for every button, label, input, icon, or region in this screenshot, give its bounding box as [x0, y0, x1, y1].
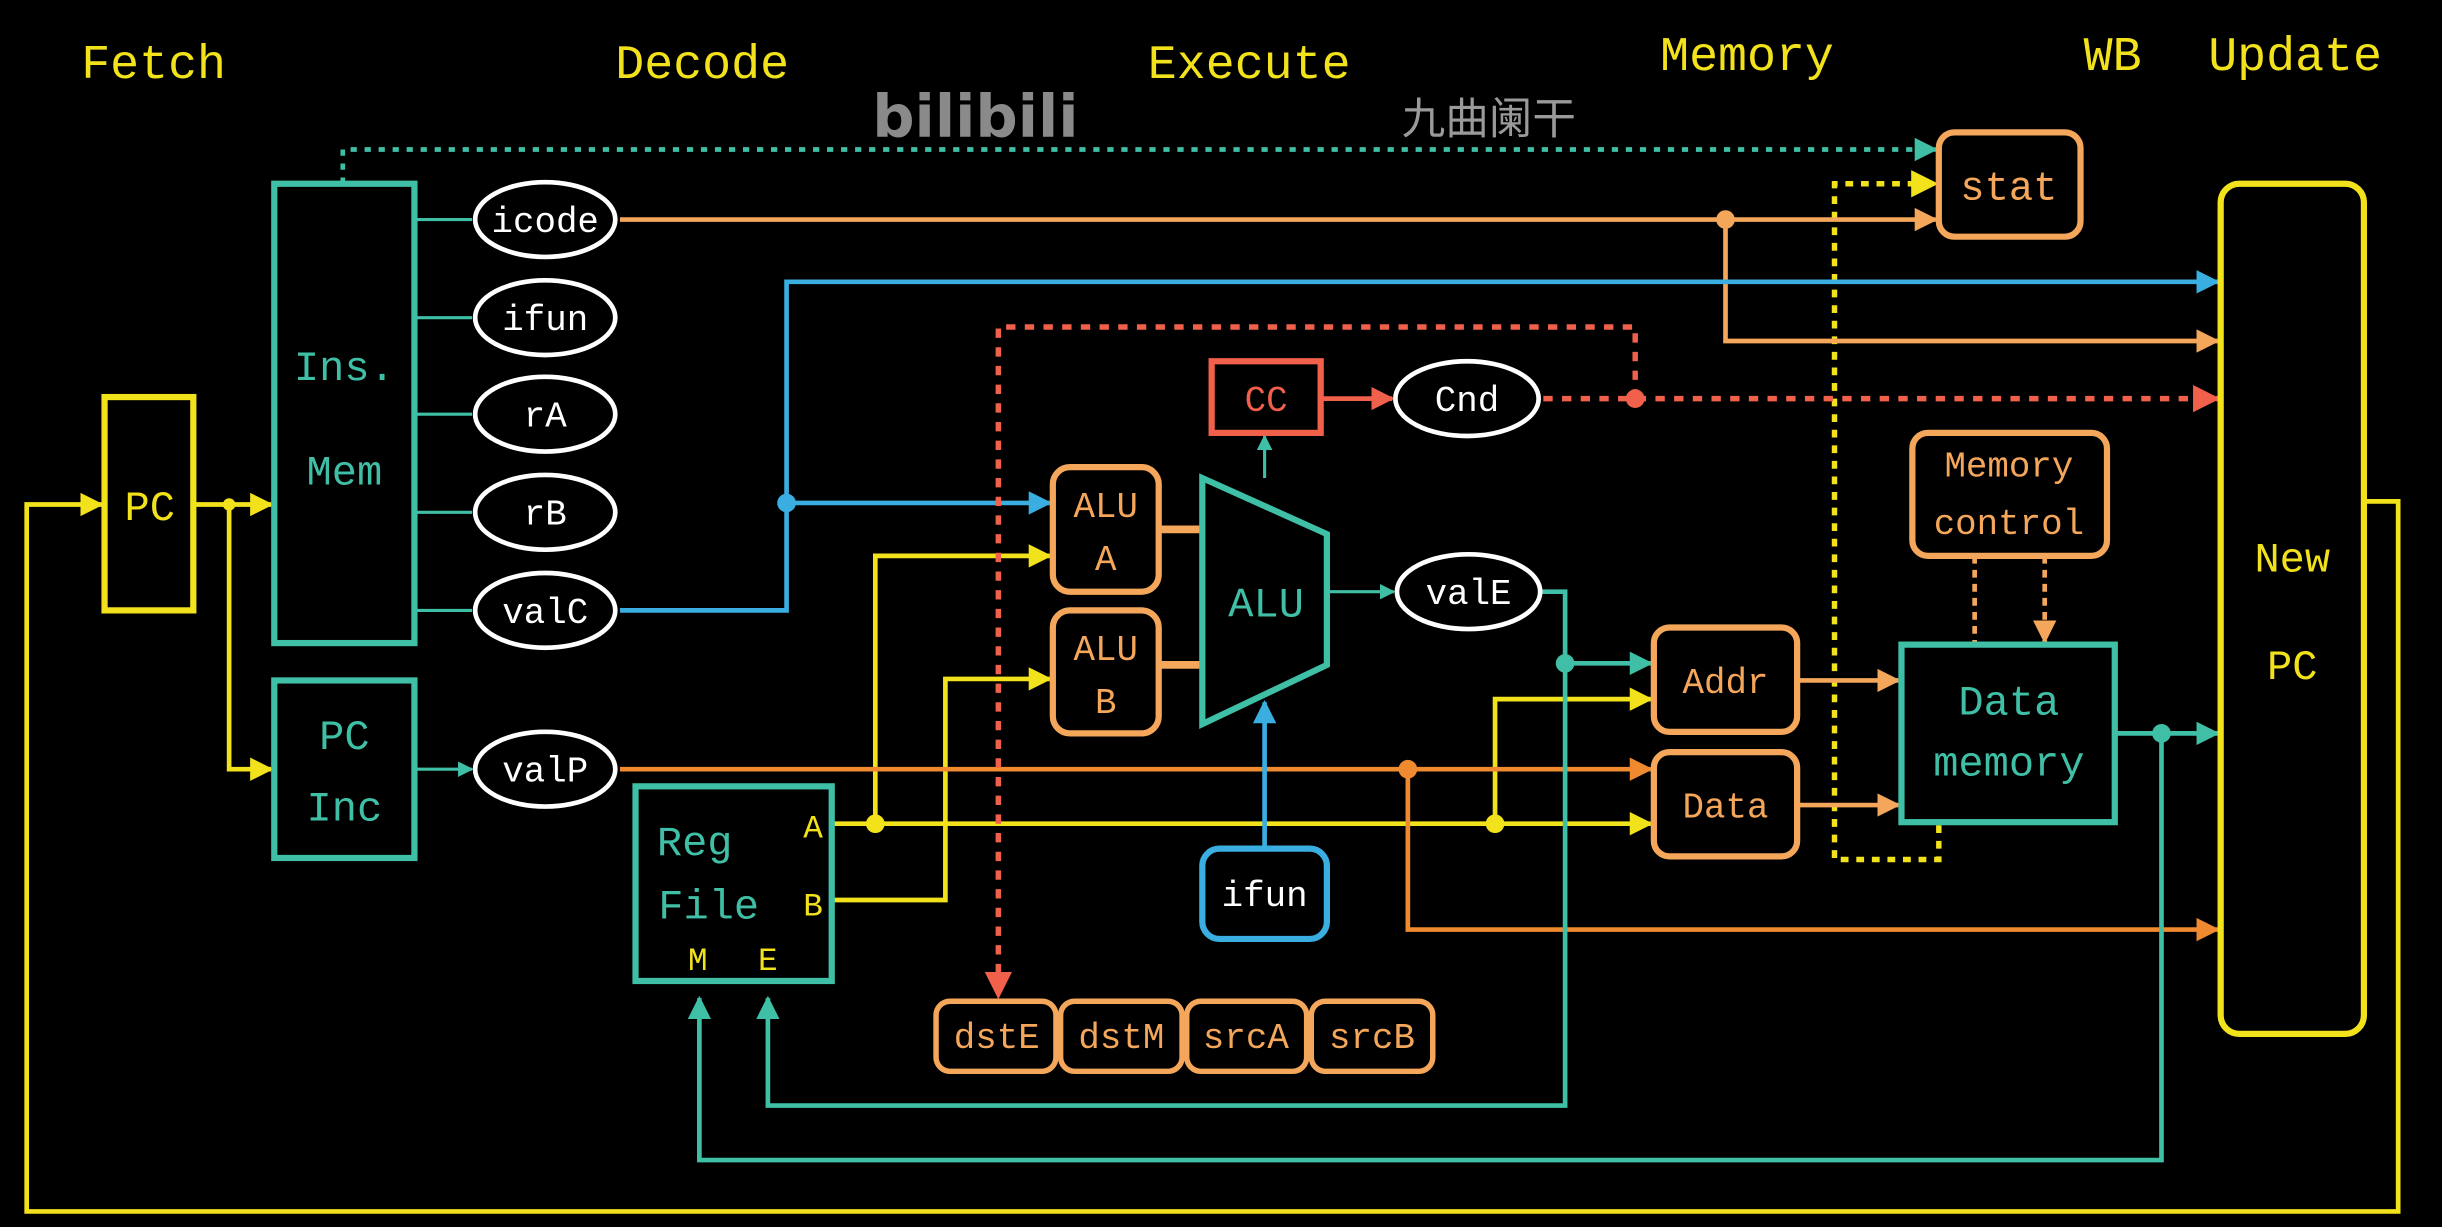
srca-label: srcA	[1203, 1018, 1289, 1059]
port-b-label: B	[803, 889, 823, 926]
pc-inc-label-1: PC	[319, 714, 369, 762]
register-file: Reg File A B M E	[632, 783, 835, 985]
watermark-logo: bilibili	[872, 82, 1078, 151]
memory-control-label-2: control	[1934, 504, 2084, 545]
alu-input-wires	[1158, 525, 1203, 669]
valp-to-newpc-wire	[1405, 769, 2220, 942]
alu-a-label-1: ALU	[1074, 487, 1138, 528]
stage-update: Update	[2208, 31, 2382, 85]
rb-label: rB	[524, 495, 567, 536]
valc-oval	[472, 570, 618, 651]
srca-box	[1184, 998, 1310, 1075]
stage-fetch: Fetch	[81, 39, 226, 93]
junction-dots	[222, 210, 2171, 834]
alu-b: ALU B	[1049, 607, 1162, 737]
memory-control-label-1: Memory	[1944, 446, 2073, 487]
pc-register: PC	[101, 393, 197, 614]
addr-box: Addr	[1650, 624, 1801, 735]
new-pc: New PC	[2217, 180, 2368, 1038]
port-e-label: E	[758, 943, 778, 980]
stage-decode: Decode	[615, 39, 789, 93]
alu-a: ALU A	[1049, 464, 1162, 595]
watermark-author: 九曲阑干	[1402, 95, 1576, 145]
icode-oval	[472, 179, 618, 260]
pc-inc-label-2: Inc	[307, 786, 383, 834]
data-box: Data	[1650, 748, 1801, 860]
instruction-memory: Ins. Mem	[271, 180, 418, 647]
stage-execute: Execute	[1148, 39, 1351, 93]
reg-file-label-1: Reg	[657, 820, 733, 868]
ifun-oval	[472, 277, 618, 358]
vale-to-regfile-wire	[756, 589, 1568, 1108]
port-a-label: A	[803, 811, 823, 848]
valp-oval	[472, 729, 618, 809]
dstm-label: dstM	[1078, 1018, 1164, 1059]
data-memory-label-1: Data	[1958, 680, 2059, 728]
pc-label: PC	[124, 485, 174, 533]
memory-control: Memory control	[1909, 429, 2111, 560]
pc-to-pcinc-wire	[226, 504, 274, 781]
ifun-execute: ifun	[1199, 845, 1330, 943]
vale-label: valE	[1426, 574, 1512, 615]
dste-label: dstE	[954, 1018, 1040, 1059]
valp-label: valP	[502, 752, 588, 793]
vala-to-addr-wire	[1492, 687, 1654, 824]
new-pc-label-1: New	[2254, 536, 2330, 584]
srcb-label: srcB	[1329, 1018, 1415, 1059]
ins-mem-label-2: Mem	[307, 449, 383, 497]
data-label: Data	[1683, 787, 1769, 828]
vala-to-alua-wire	[872, 544, 1053, 824]
alu-label: ALU	[1228, 582, 1304, 630]
alu-b-label-2: B	[1095, 683, 1116, 724]
dstm-box	[1057, 998, 1185, 1075]
fetch-output-wires	[414, 217, 472, 770]
stat-label: stat	[1960, 166, 2057, 212]
stage-memory: Memory	[1660, 31, 1834, 85]
new-pc-label-2: PC	[2267, 644, 2317, 692]
valc-to-newpc-wire	[619, 270, 2220, 613]
mem-control-wires	[1972, 555, 2045, 642]
valb-to-alub-wire	[831, 667, 1053, 903]
addr-label: Addr	[1683, 663, 1769, 704]
cc-label: CC	[1245, 381, 1288, 422]
ins-mem-label-1: Ins.	[294, 345, 395, 393]
new-pc-feedback-wire	[24, 492, 2401, 1214]
stage-wb: WB	[2084, 31, 2142, 85]
pc-increment: PC Inc	[271, 677, 418, 862]
wires	[24, 137, 2401, 1214]
cnd-oval	[1393, 358, 1541, 439]
srcb-box	[1308, 998, 1436, 1075]
icode-label: icode	[492, 202, 599, 243]
rb-oval	[472, 472, 618, 552]
alu-a-label-2: A	[1095, 540, 1117, 581]
dste-box	[933, 998, 1059, 1075]
ra-oval	[472, 374, 618, 454]
cnd-label: Cnd	[1435, 381, 1499, 422]
valm-to-regfile-wire	[687, 733, 2164, 1163]
valc-label: valC	[502, 593, 588, 634]
port-m-label: M	[688, 943, 708, 980]
data-memory-label-2: memory	[1933, 740, 2084, 788]
vale-oval	[1394, 551, 1543, 632]
ifun-execute-label: ifun	[1222, 876, 1308, 917]
ifun-label: ifun	[502, 300, 588, 341]
mem-error-to-stat-wire	[1831, 170, 1942, 863]
stat-box: stat	[1935, 129, 2084, 240]
reg-file-label-2: File	[658, 884, 759, 932]
data-memory: Data memory	[1898, 641, 2118, 826]
alu: ALU	[1199, 473, 1330, 729]
condition-codes: CC	[1208, 358, 1324, 436]
imem-error-to-stat-wire	[340, 137, 1939, 184]
ra-label: rA	[524, 397, 567, 438]
alu-b-label-1: ALU	[1074, 630, 1138, 671]
icode-to-newpc-wire	[1723, 219, 2220, 353]
